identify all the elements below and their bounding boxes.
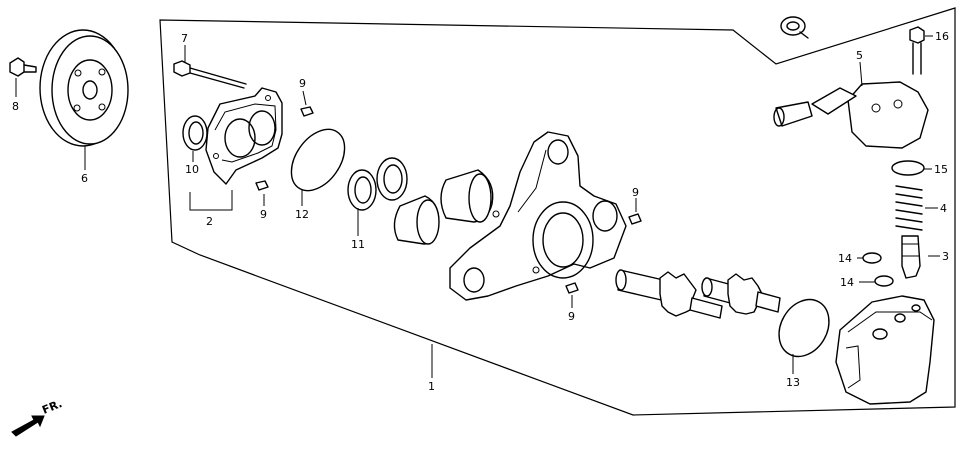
assembly-boundary [159, 7, 956, 416]
bushing[interactable] [440, 169, 494, 223]
oil-seal[interactable] [182, 115, 208, 151]
long-bolt[interactable] [173, 60, 247, 89]
front-direction-indicator: FR. [11, 397, 64, 437]
callout-1: 1 [428, 380, 435, 393]
o-ring-rear[interactable] [769, 291, 839, 366]
callout-3: 3 [942, 250, 949, 263]
callout-9: 9 [260, 208, 267, 221]
front-arrow-icon [11, 415, 45, 437]
callout-10: 10 [185, 163, 199, 176]
callout-7: 7 [181, 32, 188, 45]
callout-8: 8 [12, 100, 19, 113]
o-ring-valve[interactable] [874, 275, 894, 287]
relief-spring[interactable] [895, 185, 923, 231]
callout-9: 9 [299, 77, 306, 90]
front-cover[interactable] [205, 87, 283, 185]
callout-9: 9 [568, 310, 575, 323]
callout-12: 12 [295, 208, 309, 221]
pulley-bolt[interactable] [9, 57, 37, 77]
callout-14: 14 [838, 252, 852, 265]
callout-13: 13 [786, 376, 800, 389]
callout-15: 15 [934, 163, 948, 176]
inlet-joint[interactable] [773, 81, 929, 149]
leader-lines [15, 35, 940, 378]
dowel-pin[interactable] [628, 213, 642, 225]
callout-14: 14 [840, 276, 854, 289]
o-ring-small[interactable] [891, 160, 925, 176]
dowel-pin[interactable] [255, 180, 269, 191]
seal-set[interactable] [347, 157, 408, 211]
front-label: FR. [40, 397, 64, 417]
callout-2: 2 [206, 215, 213, 228]
callout-5: 5 [856, 49, 863, 62]
pulley[interactable] [39, 29, 129, 147]
dowel-pin[interactable] [300, 106, 314, 117]
callout-16: 16 [935, 30, 949, 43]
pump-body[interactable] [449, 131, 627, 301]
callout-11: 11 [351, 238, 365, 251]
relief-valve[interactable] [901, 235, 921, 279]
rear-housing[interactable] [835, 295, 935, 405]
driven-shaft-rotor[interactable] [701, 273, 781, 315]
callout-4: 4 [940, 202, 947, 215]
callout-6: 6 [81, 172, 88, 185]
drive-shaft-rotor[interactable] [615, 269, 723, 319]
dowel-pin[interactable] [565, 282, 579, 294]
hose-clamp[interactable] [780, 16, 809, 39]
bushing[interactable] [393, 195, 440, 245]
o-ring-valve[interactable] [862, 252, 882, 264]
callout-9: 9 [632, 186, 639, 199]
joint-bolt[interactable] [909, 26, 925, 75]
o-ring-large[interactable] [280, 120, 355, 201]
